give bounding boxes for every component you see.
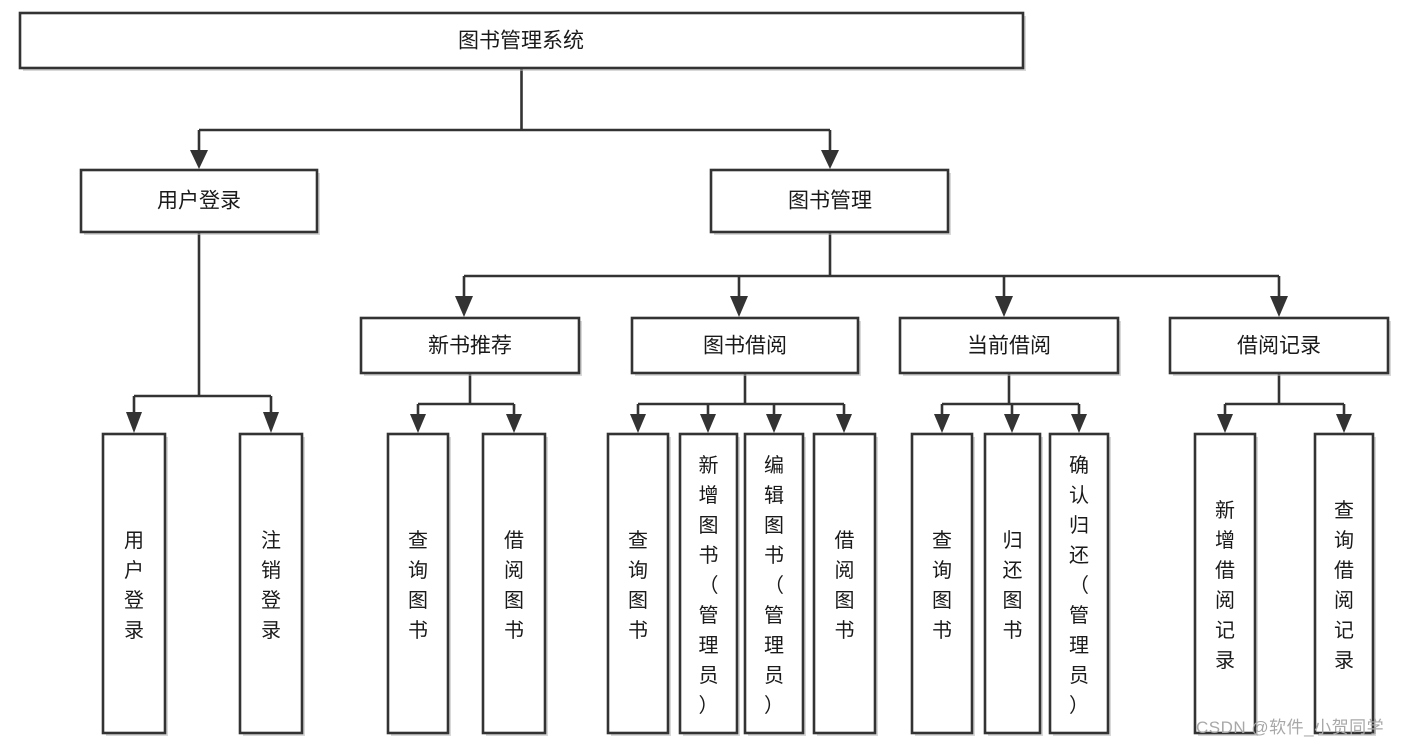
node-book-borrow[interactable]: 图书借阅 <box>630 316 861 376</box>
node-leaf-user-logout[interactable]: 注销登录 <box>238 432 305 736</box>
node-current-borrow[interactable]: 当前借阅 <box>898 316 1121 376</box>
node-leaf-return-book[interactable]: 归还图书 <box>983 432 1043 736</box>
leaf-confirm-return-box <box>1048 432 1110 735</box>
node-leaf-add-book[interactable]: 新增图书（管理员） <box>678 432 740 736</box>
node-leaf-borrow-book-1[interactable]: 借阅图书 <box>481 432 548 736</box>
book-manage-box <box>709 168 950 234</box>
arrowhead-leaf-user-login <box>126 412 142 433</box>
leaf-node-layer: 用户登录 注销登录 查询图书 借阅图书 查询图书 新增图书（管理员） 编辑图书（管理员） 借阅… <box>101 432 1376 736</box>
leaf-borrow-book-2-box <box>812 432 877 735</box>
user-login-label: 用户登录 <box>157 190 241 213</box>
arrowhead-leaf-query-book-3 <box>934 414 950 433</box>
leaf-add-record-label: 新增借阅记录 <box>1215 499 1235 672</box>
arrowhead-leaf-borrow-book-1 <box>506 414 522 433</box>
leaf-user-logout-label: 注销登录 <box>261 529 281 642</box>
arrowhead-borrow-record <box>1270 296 1288 317</box>
borrow-record-box <box>1168 316 1390 375</box>
leaf-add-book-label: 新增图书（管理员） <box>699 454 719 717</box>
node-root[interactable]: 图书管理系统 <box>18 11 1026 71</box>
node-leaf-confirm-return[interactable]: 确认归还（管理员） <box>1048 432 1111 736</box>
arrowhead-leaf-add-book <box>700 414 716 433</box>
current-borrow-label: 当前借阅 <box>967 335 1051 358</box>
node-leaf-borrow-book-2[interactable]: 借阅图书 <box>812 432 878 736</box>
leaf-query-book-3-box <box>910 432 974 735</box>
node-user-login[interactable]: 用户登录 <box>79 168 320 235</box>
arrowhead-leaf-borrow-book-2 <box>836 414 852 433</box>
arrowhead-leaf-return-book <box>1004 414 1020 433</box>
arrowhead-leaf-edit-book <box>766 414 782 433</box>
node-leaf-query-book-3[interactable]: 查询图书 <box>910 432 975 736</box>
leaf-borrow-book-1-label: 借阅图书 <box>504 529 524 642</box>
arrowhead-leaf-query-book-1 <box>410 414 426 433</box>
arrowhead-user-login <box>190 150 208 169</box>
leaf-add-record-box <box>1193 432 1257 735</box>
leaf-add-book-box <box>678 432 739 735</box>
leaf-return-book-box <box>983 432 1042 735</box>
node-leaf-edit-book[interactable]: 编辑图书（管理员） <box>743 432 806 736</box>
leaf-query-book-1-label: 查询图书 <box>408 529 428 642</box>
leaf-query-book-2-label: 查询图书 <box>628 529 648 642</box>
root-label: 图书管理系统 <box>458 30 584 53</box>
leaf-user-login-label: 用户登录 <box>124 530 144 642</box>
arrowhead-book-borrow <box>730 296 748 317</box>
node-book-manage[interactable]: 图书管理 <box>709 168 951 235</box>
current-borrow-box <box>898 316 1120 375</box>
user-login-box <box>79 168 319 234</box>
root-box <box>18 11 1025 70</box>
arrowhead-leaf-add-record <box>1217 414 1233 433</box>
node-leaf-query-book-2[interactable]: 查询图书 <box>606 432 671 736</box>
arrowhead-leaf-query-book-2 <box>630 414 646 433</box>
new-book-recommend-box <box>359 316 581 375</box>
node-leaf-query-record[interactable]: 查询借阅记录 <box>1313 432 1376 736</box>
leaf-query-book-1-box <box>386 432 450 735</box>
book-borrow-box <box>630 316 860 375</box>
node-borrow-record[interactable]: 借阅记录 <box>1168 316 1391 376</box>
leaf-borrow-book-1-box <box>481 432 547 735</box>
node-leaf-add-record[interactable]: 新增借阅记录 <box>1193 432 1258 736</box>
leaf-confirm-return-label: 确认归还（管理员） <box>1069 454 1089 717</box>
csdn-watermark: CSDN @软件_小贺同学 <box>1196 718 1384 737</box>
leaf-query-book-2-box <box>606 432 670 735</box>
node-leaf-query-book-1[interactable]: 查询图书 <box>386 432 451 736</box>
arrowhead-new-book-recommend <box>455 296 473 317</box>
new-book-recommend-label: 新书推荐 <box>428 335 512 358</box>
node-leaf-user-login[interactable]: 用户登录 <box>101 432 168 736</box>
leaf-user-logout-box <box>238 432 304 735</box>
leaf-query-book-3-label: 查询图书 <box>932 529 952 642</box>
node-new-book-recommend[interactable]: 新书推荐 <box>359 316 582 376</box>
arrowhead-leaf-user-logout <box>263 412 279 433</box>
connector-layer <box>126 68 1352 433</box>
leaf-borrow-book-2-label: 借阅图书 <box>835 529 855 642</box>
arrowhead-current-borrow <box>995 296 1013 317</box>
borrow-record-label: 借阅记录 <box>1237 335 1321 358</box>
leaf-edit-book-box <box>743 432 805 735</box>
arrowhead-book-manage <box>821 150 839 169</box>
book-borrow-label: 图书借阅 <box>703 335 787 358</box>
leaf-user-login-box <box>101 432 167 735</box>
leaf-query-record-label: 查询借阅记录 <box>1334 499 1354 672</box>
arrowhead-leaf-confirm-return <box>1071 414 1087 433</box>
arrowhead-leaf-query-record <box>1336 414 1352 433</box>
leaf-edit-book-label: 编辑图书（管理员） <box>764 454 784 717</box>
book-manage-label: 图书管理 <box>788 190 872 213</box>
leaf-query-record-box <box>1313 432 1375 735</box>
leaf-return-book-label: 归还图书 <box>1003 529 1023 642</box>
